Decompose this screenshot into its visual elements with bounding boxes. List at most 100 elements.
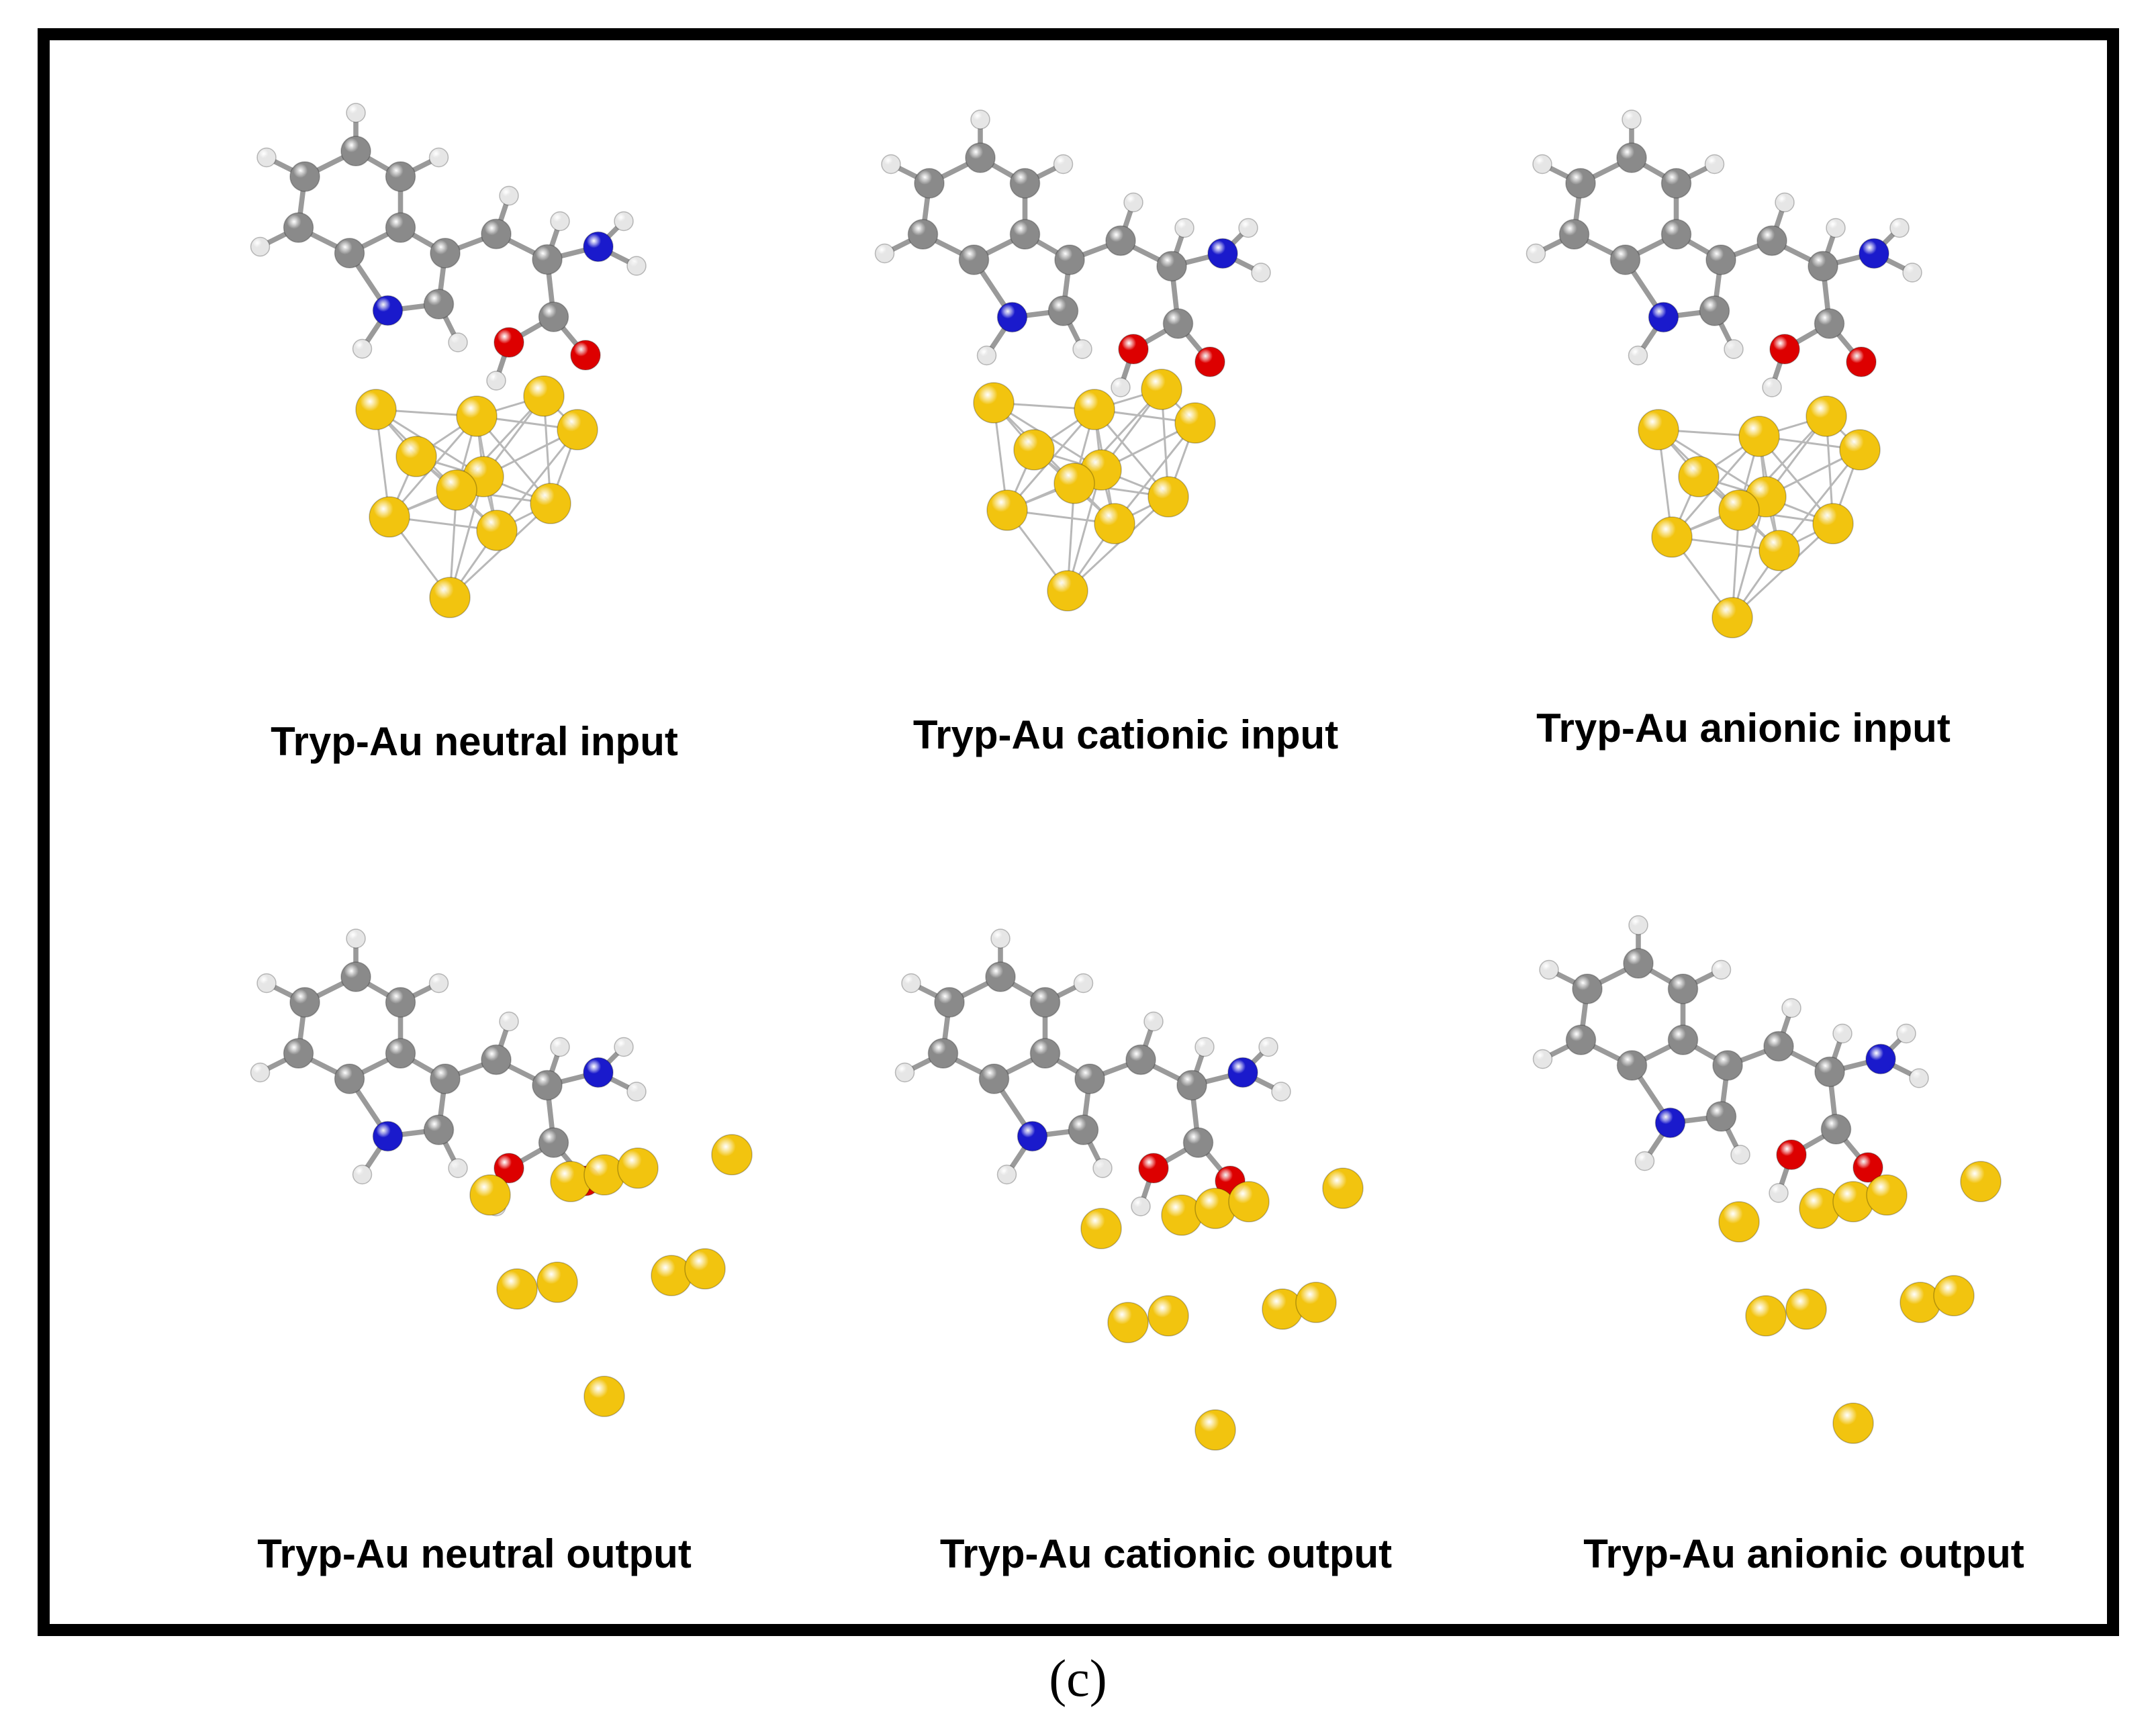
gold-atom [986, 489, 1028, 531]
nitrogen-atom [372, 1120, 404, 1152]
gold-atom [1812, 503, 1854, 544]
gold-atom [1718, 1201, 1760, 1243]
gold-atom [523, 375, 565, 417]
hydrogen-atom [486, 371, 506, 391]
gold-atom [711, 1134, 753, 1176]
panel-cationic-output: Tryp-Au cationic output [819, 886, 1513, 1658]
nitrogen-atom [1865, 1043, 1896, 1075]
hydrogen-atom [448, 332, 468, 352]
au-au-bond [1066, 469, 1103, 591]
au-au-bond [1731, 496, 1767, 618]
carbon-atom [1660, 168, 1692, 199]
au-au-bond [1113, 422, 1197, 524]
hydrogen-atom [1539, 959, 1559, 980]
molecule-cationic-output [894, 928, 1364, 1451]
gold-atom [1141, 369, 1182, 410]
carbon-atom [1125, 1044, 1156, 1075]
gold-atom [1295, 1282, 1337, 1323]
gold-atom [1053, 463, 1095, 504]
nitrogen-atom [372, 295, 404, 326]
oxygen-atom [1853, 1152, 1883, 1183]
carbon-atom [1558, 219, 1590, 250]
oxygen-atom [1846, 346, 1877, 377]
panel-caption: Tryp-Au anionic output [1583, 1531, 2024, 1576]
hydrogen-atom [1826, 218, 1846, 238]
gold-atom [1147, 1295, 1189, 1337]
gold-atom [1322, 1167, 1364, 1209]
carbon-atom [1756, 225, 1787, 256]
carbon-atom [385, 161, 416, 192]
panel-neutral-input: Tryp-Au neutral input [128, 60, 821, 832]
carbon-atom [430, 1063, 461, 1094]
hydrogen-atom [1730, 1145, 1750, 1165]
hydrogen-atom [448, 1158, 468, 1178]
molecule-neutral-output [250, 928, 753, 1417]
gold-atom [1806, 395, 1847, 437]
gold-atom [496, 1268, 538, 1310]
hydrogen-atom [1622, 109, 1642, 130]
carbon-atom [1660, 219, 1692, 250]
gold-atom [583, 1376, 625, 1417]
hydrogen-atom [894, 1062, 915, 1083]
carbon-atom [1705, 1101, 1737, 1132]
carbon-atom [1616, 142, 1647, 173]
gold-atom [355, 389, 397, 430]
hydrogen-atom [626, 256, 647, 276]
gold-atom [1174, 402, 1216, 444]
carbon-atom [927, 1038, 959, 1069]
gold-atom [1194, 1409, 1236, 1451]
carbon-atom [538, 301, 569, 332]
figure-frame [38, 28, 2119, 1636]
carbon-atom [978, 1063, 1010, 1094]
gold-atom [1866, 1174, 1908, 1216]
gold-atom [684, 1248, 726, 1290]
carbon-atom [958, 244, 990, 275]
hydrogen-atom [256, 973, 277, 994]
hydrogen-atom [1532, 1049, 1553, 1069]
molecule-anionic-output [1532, 915, 2002, 1444]
carbon-atom [1182, 1127, 1214, 1158]
gold-atom [1759, 530, 1800, 571]
carbon-atom [289, 161, 320, 192]
gold-atom [1738, 416, 1780, 457]
carbon-atom [1009, 168, 1041, 199]
carbon-atom [283, 212, 314, 243]
gold-atom [469, 1174, 511, 1216]
hydrogen-atom [1092, 1158, 1113, 1178]
carbon-atom [385, 1038, 416, 1069]
au-au-bond [449, 502, 552, 599]
panel-caption: Tryp-Au neutral output [257, 1531, 692, 1576]
hydrogen-atom [626, 1082, 647, 1102]
carbon-atom [1068, 1114, 1099, 1145]
panel-anionic-input: Tryp-Au anionic input [1397, 54, 2090, 826]
carbon-atom [1029, 987, 1061, 1018]
hydrogen-atom [1131, 1196, 1151, 1216]
hydrogen-atom [346, 928, 366, 949]
gold-atom [369, 496, 410, 538]
carbon-atom [1814, 308, 1845, 339]
hydrogen-atom [550, 211, 570, 232]
gold-atom [557, 409, 598, 450]
carbon-atom [334, 238, 365, 269]
hydrogen-atom [1769, 1183, 1789, 1203]
hydrogen-atom [256, 147, 277, 168]
panel-anionic-output: Tryp-Au anionic output [1457, 886, 2151, 1658]
carbon-atom [1105, 225, 1136, 256]
nitrogen-atom [996, 301, 1028, 333]
hydrogen-atom [614, 1037, 634, 1057]
nitrogen-atom [1017, 1120, 1048, 1152]
oxygen-atom [1138, 1153, 1169, 1184]
oxygen-atom [570, 340, 601, 371]
gold-atom [973, 382, 1015, 424]
carbon-atom [385, 987, 416, 1018]
hydrogen-atom [901, 973, 921, 994]
hydrogen-atom [1271, 1082, 1291, 1102]
hydrogen-atom [1194, 1037, 1215, 1057]
hydrogen-atom [499, 1011, 519, 1032]
panel-neutral-output: Tryp-Au neutral output [128, 886, 821, 1658]
hydrogen-atom [1775, 192, 1795, 213]
gold-atom [1107, 1302, 1149, 1343]
gold-atom [1638, 409, 1679, 450]
gold-atom [456, 395, 498, 437]
carbon-atom [1609, 244, 1641, 275]
